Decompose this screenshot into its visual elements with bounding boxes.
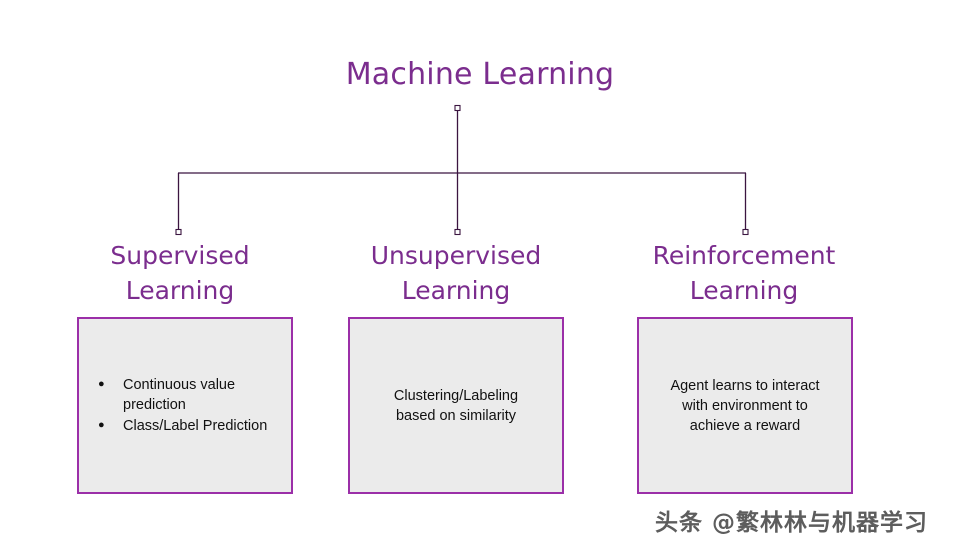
list-item: Class/Label Prediction — [98, 415, 283, 436]
branch-label-line-2: Learning — [125, 276, 235, 305]
connector-handle-root — [454, 104, 461, 112]
content-box-body: Agent learns to interact with environmen… — [639, 376, 851, 436]
connector-handle-right — [742, 228, 749, 236]
branch-label-line-1: Unsupervised — [370, 241, 542, 270]
branch-label-supervised-learning: Supervised Learning — [55, 238, 305, 308]
content-box-unsupervised-learning: Clustering/Labeling based on similarity — [348, 317, 564, 494]
branch-label-line-2: Learning — [689, 276, 799, 305]
branch-label-unsupervised-learning: Unsupervised Learning — [331, 238, 581, 308]
list-item: Continuous value prediction — [98, 374, 283, 415]
paragraph-line: based on similarity — [395, 407, 517, 424]
paragraph-line: achieve a reward — [689, 417, 801, 434]
content-box-supervised-learning: Continuous value prediction Class/Label … — [77, 317, 293, 494]
content-box-body: Clustering/Labeling based on similarity — [350, 386, 562, 426]
connector-handle-left — [175, 228, 182, 236]
content-box-body: Continuous value prediction Class/Label … — [79, 374, 291, 437]
paragraph-line: Clustering/Labeling — [393, 387, 519, 404]
branch-label-line-1: Supervised — [110, 241, 250, 270]
paragraph-line: Agent learns to interact — [670, 377, 820, 394]
branch-label-reinforcement-learning: Reinforcement Learning — [619, 238, 869, 308]
bullet-list: Continuous value prediction Class/Label … — [87, 374, 283, 436]
connector-handle-middle — [454, 228, 461, 236]
watermark: 头条 @繁林林与机器学习 — [655, 510, 929, 536]
content-box-reinforcement-learning: Agent learns to interact with environmen… — [637, 317, 853, 494]
branch-label-line-2: Learning — [401, 276, 511, 305]
page-title: Machine Learning — [345, 57, 615, 92]
branch-label-line-1: Reinforcement — [652, 241, 836, 270]
paragraph-line: with environment to — [682, 397, 808, 414]
